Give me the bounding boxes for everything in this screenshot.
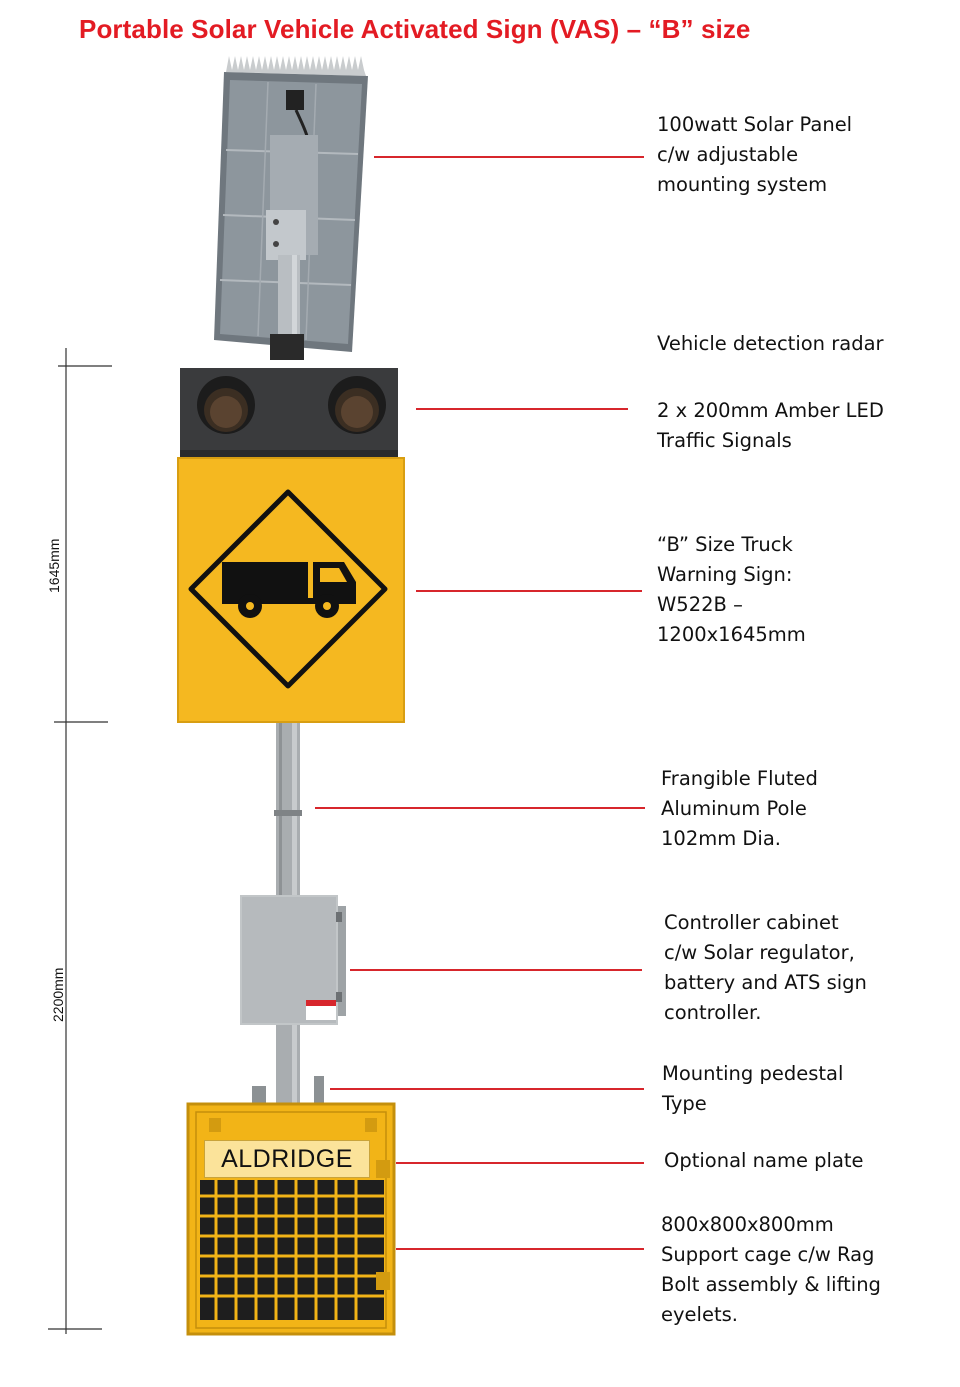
label-warning-sign: “B” Size Truck Warning Sign: W522B – 120… [657,533,806,646]
label-cage: 800x800x800mm Support cage c/w Rag Bolt … [661,1213,881,1326]
page-title: Portable Solar Vehicle Activated Sign (V… [79,14,751,44]
signal-head [180,368,398,460]
label-cabinet: Controller cabinet c/w Solar regulator, … [664,911,867,1024]
leader-warning-sign [416,590,642,592]
truck-icon [222,562,356,618]
amber-signal-right [328,376,386,434]
label-signals: 2 x 200mm Amber LED Traffic Signals [657,399,884,452]
leader-cage [396,1248,644,1250]
leader-signals [416,408,628,410]
amber-signal-left [197,376,255,434]
name-plate: ALDRIDGE [204,1140,370,1178]
truck-warning-sign [177,457,405,723]
leader-pole [315,807,645,809]
label-pole: Frangible Fluted Aluminum Pole 102mm Dia… [661,767,818,850]
label-solar-panel: 100watt Solar Panel c/w adjustable mount… [657,113,853,196]
leader-solar-panel [374,156,644,158]
controller-cabinet [240,895,346,1025]
label-radar: Vehicle detection radar [657,332,884,355]
leader-cabinet [350,969,642,971]
pole-joint [274,810,302,816]
solar-panel [214,56,368,360]
leader-pedestal [330,1088,644,1090]
leader-name-plate [396,1162,644,1164]
support-cage [186,1102,396,1336]
name-plate-text: ALDRIDGE [221,1144,353,1173]
label-pedestal: Mounting pedestal Type [662,1062,844,1115]
label-name-plate: Optional name plate [664,1149,864,1172]
